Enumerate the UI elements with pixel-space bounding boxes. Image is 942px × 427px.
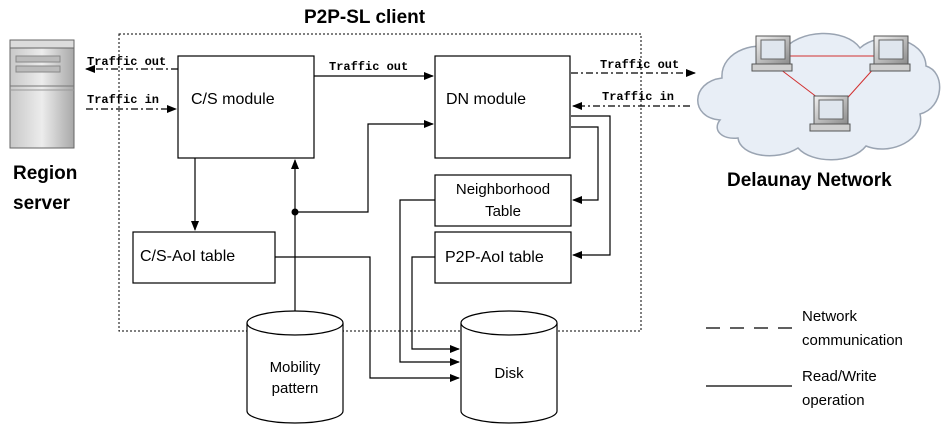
mobility-pattern-label-line1: Mobility — [269, 359, 321, 376]
mobility-pattern-cylinder — [246, 310, 344, 424]
mobility-pattern-label-line2: pattern — [271, 380, 319, 397]
network-node-icon — [869, 35, 911, 72]
disk-label: Disk — [494, 365, 524, 382]
cs-aoi-table-box — [132, 231, 276, 284]
dn-module-label: DN module — [446, 91, 527, 108]
traffic-in-label-right: Traffic in — [602, 90, 675, 104]
client-boundary — [118, 33, 642, 332]
delaunay-network-cloud — [697, 32, 941, 161]
read-write-flows — [191, 72, 611, 382]
legend-network-label-line2: communication — [802, 332, 903, 349]
delaunay-network-label: Delaunay Network — [727, 170, 892, 191]
region-server-label-line2: server — [13, 193, 71, 214]
p2p-aoi-table-box — [434, 231, 572, 284]
neighborhood-table-box — [434, 174, 572, 227]
cs-module-label: C/S module — [191, 91, 275, 108]
region-server-label-line1: Region — [13, 163, 78, 184]
traffic-in-label-left: Traffic in — [87, 93, 160, 107]
legend-network-label-line1: Network — [802, 308, 858, 325]
cs-aoi-table-label: C/S-AoI table — [140, 248, 236, 265]
neighborhood-table-label-line2: Table — [485, 203, 521, 220]
cs-module-box — [177, 55, 315, 159]
region-server-icon — [9, 39, 75, 149]
traffic-out-label-right: Traffic out — [600, 58, 680, 72]
traffic-out-label-left: Traffic out — [87, 55, 167, 69]
network-node-icon — [751, 35, 793, 72]
dn-module-box — [434, 55, 571, 159]
junction-dot — [291, 208, 299, 216]
p2p-aoi-table-label: P2P-AoI table — [445, 249, 544, 266]
traffic-out-label-center: Traffic out — [329, 60, 409, 74]
network-node-icon — [809, 95, 851, 132]
neighborhood-table-label-line1: Neighborhood — [455, 181, 551, 198]
disk-cylinder — [460, 310, 558, 424]
diagram-title: P2P-SL client — [304, 7, 426, 28]
network-flows — [85, 65, 696, 113]
legend-rw-label-line1: Read/Write — [802, 368, 877, 385]
legend-rw-label-line2: operation — [802, 392, 865, 409]
